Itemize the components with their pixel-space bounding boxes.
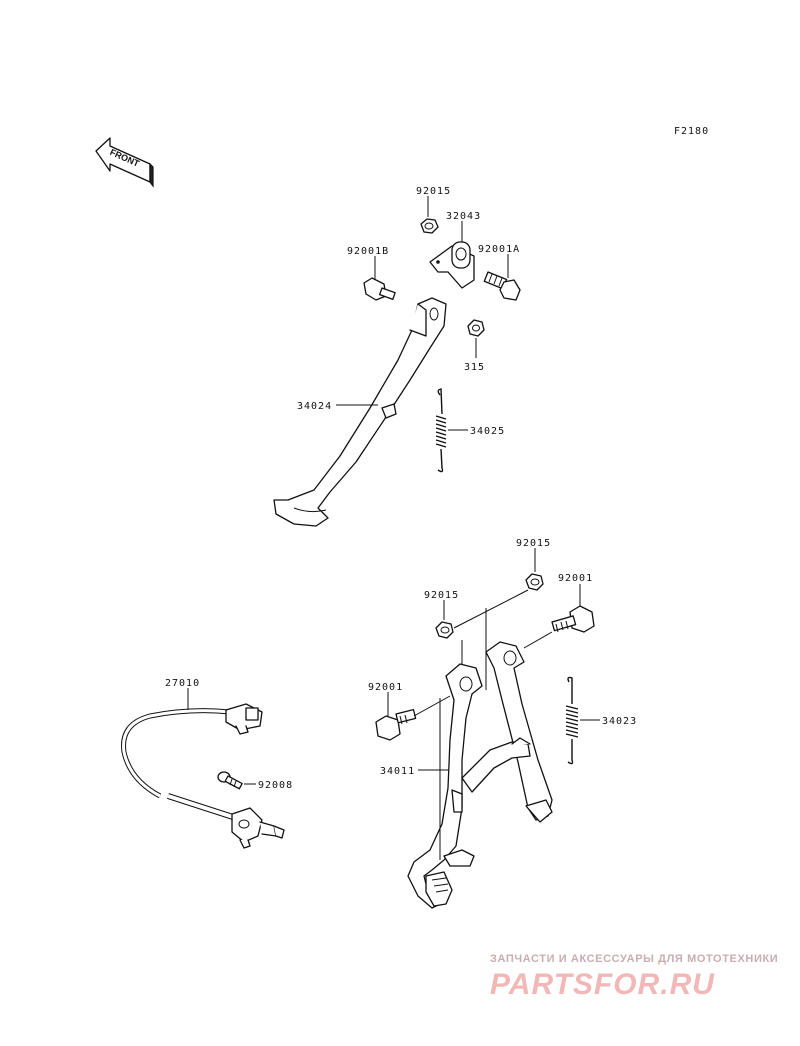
label-34011: 34011 [380, 766, 415, 777]
label-34023: 34023 [602, 716, 637, 727]
label-92001-left: 92001 [368, 682, 403, 693]
label-92001A: 92001A [478, 244, 520, 255]
bolt-92001B [363, 277, 396, 301]
label-34024: 34024 [297, 401, 332, 412]
label-27010: 27010 [165, 678, 200, 689]
watermark-tagline: ЗАПЧАСТИ И АКСЕССУАРЫ ДЛЯ МОТОТЕХНИКИ [490, 953, 778, 965]
screw-92008 [217, 771, 243, 790]
nut-92015-right [525, 573, 544, 591]
nut-315 [467, 319, 485, 337]
label-92015-left: 92015 [424, 590, 459, 601]
watermark-logo: ЗАПЧАСТИ И АКСЕССУАРЫ ДЛЯ МОТОТЕХНИКИ PA… [490, 953, 778, 1001]
front-arrow-icon: FRONT [95, 137, 154, 188]
nut-92015-top [420, 218, 439, 234]
label-92001B: 92001B [347, 246, 389, 257]
bolt-92001-right [551, 605, 595, 633]
label-32043: 32043 [446, 211, 481, 222]
figure-code: F2180 [674, 126, 709, 137]
label-92008: 92008 [258, 780, 293, 791]
label-92015-right: 92015 [516, 538, 551, 549]
stand-switch-27010 [121, 703, 285, 849]
nut-92015-left [435, 621, 454, 639]
watermark-brand: PARTSFOR.RU [490, 968, 715, 1001]
side-stand-34024 [273, 297, 447, 527]
label-92001-right: 92001 [558, 573, 593, 584]
label-92015-top: 92015 [416, 186, 451, 197]
spring-34025 [435, 388, 447, 473]
label-315: 315 [464, 362, 485, 373]
spring-34023 [565, 676, 579, 765]
label-34025: 34025 [470, 426, 505, 437]
bolt-92001A [483, 271, 521, 301]
bolt-92001-left [375, 708, 417, 741]
bracket-32043 [429, 241, 475, 289]
center-stand-34011 [407, 641, 553, 909]
